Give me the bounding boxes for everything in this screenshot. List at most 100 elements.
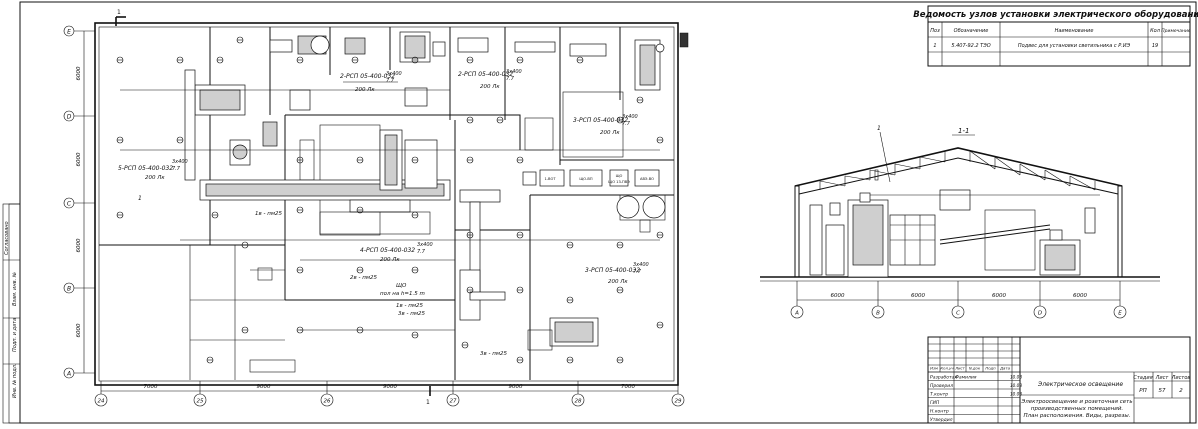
section-dim-label: 6000 — [911, 293, 925, 299]
luminaire — [516, 286, 524, 294]
plan-notes: 1в - пм25 2в - пм25 ЩО пол на h=1.5 m 1в… — [138, 195, 507, 357]
side-stamp-label: Инв. № подл. — [12, 364, 18, 399]
luminaire — [461, 341, 469, 349]
title-block-role: Т.контр — [930, 391, 948, 397]
section-axis-label: Е — [1118, 311, 1122, 317]
section-axis-bubble — [1033, 305, 1047, 319]
spec-table: Ведомость узлов установки электрического… — [913, 5, 1198, 67]
luminaire — [496, 116, 504, 124]
section-axis-label: В — [876, 311, 880, 317]
panel-frac-bottom: 7.7 — [172, 166, 181, 172]
luminaire — [411, 211, 419, 219]
luminaire — [566, 241, 574, 249]
luminaire — [656, 136, 664, 144]
luminaire — [216, 56, 224, 64]
spec-header-code: Обозначение — [954, 28, 989, 34]
luminaire — [466, 286, 474, 294]
panel-frac-bottom: 7.7 — [622, 121, 631, 127]
luminaire — [466, 56, 474, 64]
panel-frac-bottom: 7.7 — [506, 76, 515, 82]
sheet-label: Лист — [1155, 375, 1170, 381]
section-axis-label: А — [794, 311, 799, 317]
plan-note: 1в - пм25 — [396, 303, 423, 309]
spec-header-qty: Кол — [1150, 28, 1161, 34]
luminaire — [176, 56, 184, 64]
section-axis-bubble — [951, 305, 965, 319]
luminaire — [516, 56, 524, 64]
luminaire — [356, 206, 364, 214]
section-axis-label: С — [956, 311, 960, 317]
panel-frac-top: 3х400 — [417, 242, 433, 248]
sheets-value: 2 — [1179, 388, 1183, 394]
row-axis-label: С — [67, 200, 72, 207]
row-dim-label: 6000 — [76, 323, 82, 337]
panel-code: 4-РСП 05-400-032 — [360, 247, 415, 254]
title-block-header: Дата — [999, 366, 1011, 371]
luminaire — [516, 231, 524, 239]
plan-note: 1в - пм25 — [255, 211, 282, 217]
spec-row-name: Подвес для установки светильника с Р.ИЭ — [1018, 43, 1131, 49]
sheet-value: 57 — [1159, 388, 1166, 394]
column-dim-label: 9000 — [257, 384, 271, 390]
luminaire — [566, 296, 574, 304]
title-block-role: Н.контр — [930, 408, 949, 414]
luminaire — [241, 326, 249, 334]
title-block-name: Фамилия — [955, 374, 977, 380]
luminaire — [356, 326, 364, 334]
row-axis-label: D — [67, 113, 72, 120]
luminaire — [566, 356, 574, 364]
luminaire — [296, 326, 304, 334]
luminaire — [656, 321, 664, 329]
plan-pointer: 1 — [138, 195, 142, 202]
sheets-label: Листов — [1171, 375, 1191, 381]
side-stamp: Инв. № подл. Подп. и дата Взам. инв. № С… — [2, 203, 21, 424]
panel-lux: 200 Лк — [145, 175, 165, 181]
column-axis-label: 28 — [575, 399, 582, 405]
plan-note: 2в - пм25 — [350, 275, 377, 281]
luminaire — [516, 356, 524, 364]
side-stamp-label: Согласовано — [4, 221, 10, 255]
section-axis-label: D — [1038, 311, 1042, 317]
stage-label: Стадия — [1133, 375, 1152, 381]
panel-frac-top: 3х400 — [633, 262, 649, 268]
luminaire — [411, 56, 419, 64]
luminaires — [116, 36, 664, 364]
equip-label: ЩО-ВП — [579, 177, 593, 181]
row-axis-label: А — [66, 370, 71, 377]
section-mark-top: 1 — [117, 9, 121, 16]
spec-row-pos: 1 — [933, 43, 936, 49]
floor-plan: 1-ВОТ ЩО-ВП ЩО ЩО 13-ПВЭ АВЭ-ВО 2-РСП 05… — [63, 9, 689, 407]
luminaire — [656, 231, 664, 239]
row-dim-label: 6000 — [76, 66, 82, 80]
title-block-role: Проверил — [930, 383, 953, 389]
luminaire — [636, 96, 644, 104]
panel-code: 5-РСП 05-400-032 — [118, 165, 173, 172]
title-block-header: Кол.уч — [940, 366, 954, 371]
spec-header-pos: Поз — [930, 28, 940, 34]
column-axis-label: 29 — [675, 399, 682, 405]
luminaire — [616, 116, 624, 124]
spec-header-name: Наименование — [1055, 28, 1094, 34]
luminaire — [176, 136, 184, 144]
section-mark-bottom: 1 — [426, 399, 430, 406]
spec-row-qty: 19 — [1152, 43, 1158, 49]
title-block-header: Подп — [985, 366, 996, 371]
equip-label: 1-ВОТ — [544, 177, 556, 181]
luminaire — [466, 231, 474, 239]
luminaire — [116, 56, 124, 64]
equip-label: ЩО — [616, 174, 623, 178]
stage-value: РП — [1139, 388, 1146, 394]
panel-code: 3-РСП 05-400-032 — [585, 267, 640, 274]
side-stamp-label: Взам. инв. № — [12, 272, 18, 306]
luminaire — [236, 36, 244, 44]
column-dim-label: 9000 — [383, 384, 397, 390]
spec-title: Ведомость узлов установки электрического… — [913, 9, 1198, 20]
panel-lux: 200 Лк — [608, 279, 628, 285]
luminaire — [466, 116, 474, 124]
column-dim-label: 9000 — [509, 384, 523, 390]
